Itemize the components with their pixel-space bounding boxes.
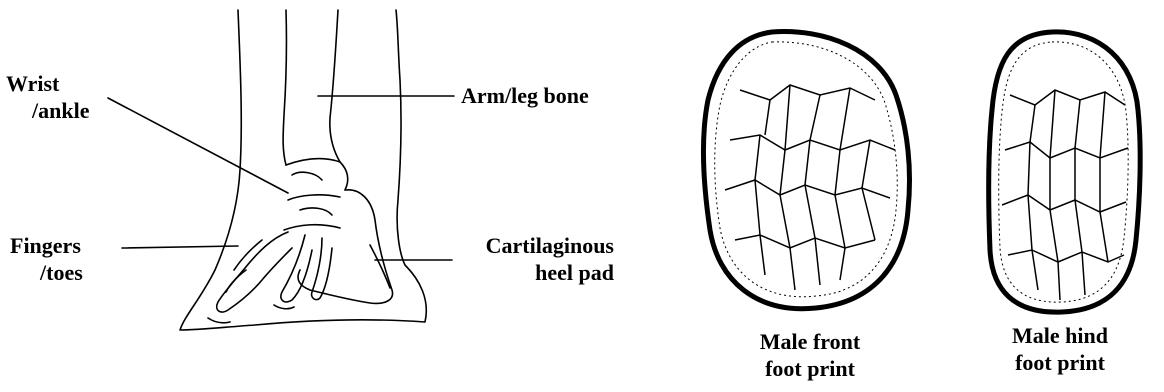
label-fingers: Fingers /toes xyxy=(10,232,83,286)
label-heel-line2: heel pad xyxy=(456,259,614,286)
wrist-joint xyxy=(284,159,348,230)
label-wrist: Wrist /ankle xyxy=(6,70,89,124)
front-footprint-icon xyxy=(704,32,910,309)
label-fingers-line2: /toes xyxy=(10,259,83,286)
toe-bones xyxy=(217,232,292,312)
pointer-wrist xyxy=(108,98,288,193)
label-fingers-line1: Fingers xyxy=(10,232,83,259)
caption-front-line1: Male front xyxy=(700,328,920,355)
label-bone: Arm/leg bone xyxy=(461,82,589,109)
caption-hind-line1: Male hind xyxy=(960,322,1160,349)
label-heel: Cartilaginous heel pad xyxy=(456,232,614,286)
caption-hind-line2: foot print xyxy=(960,349,1160,376)
heel-pad xyxy=(298,190,392,304)
label-heel-line1: Cartilaginous xyxy=(456,232,614,259)
pointer-fingers xyxy=(122,246,238,248)
label-wrist-line2: /ankle xyxy=(6,97,89,124)
caption-front-print: Male front foot print xyxy=(700,328,920,382)
label-wrist-line1: Wrist xyxy=(6,70,89,97)
hind-footprint-icon xyxy=(989,32,1140,312)
leg-bone xyxy=(283,10,340,165)
caption-front-line2: foot print xyxy=(700,355,920,382)
caption-hind-print: Male hind foot print xyxy=(960,322,1160,376)
